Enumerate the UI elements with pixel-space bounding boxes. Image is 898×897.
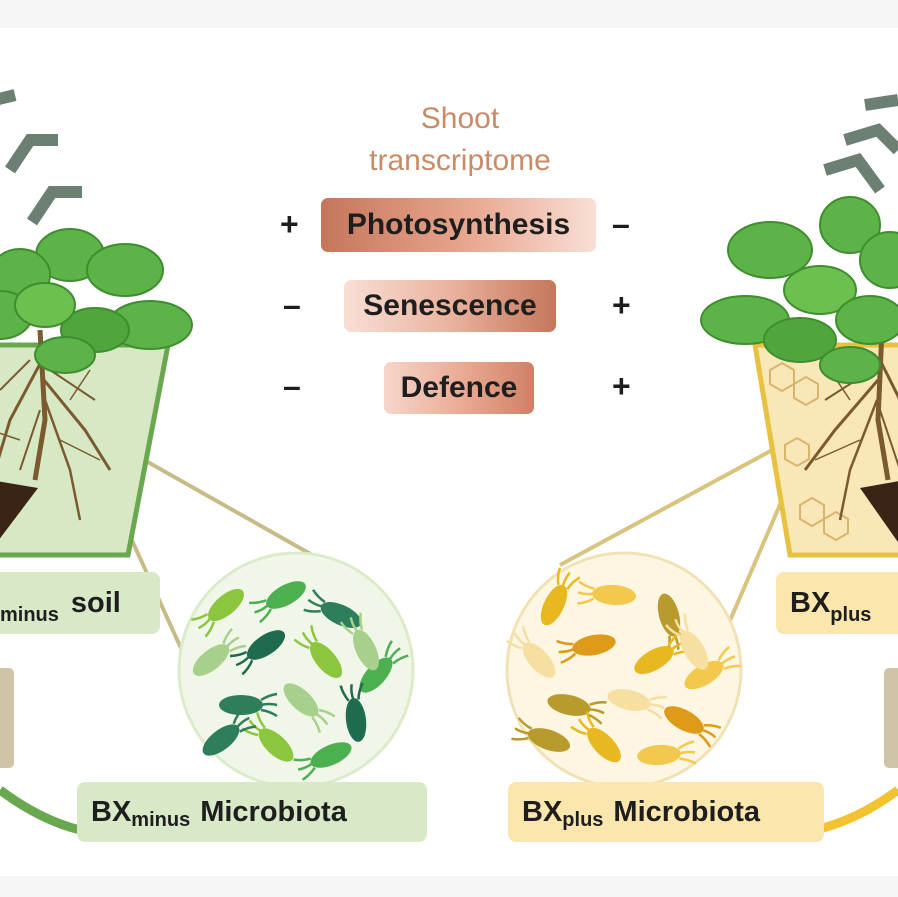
bacterium-icon xyxy=(505,625,556,678)
right-zoom-line-upper xyxy=(559,433,801,567)
bacterium-icon xyxy=(219,692,278,718)
bacterium-icon xyxy=(511,717,571,752)
title-line-1: Shoot xyxy=(420,102,500,135)
bacterium-icon xyxy=(540,567,581,626)
bacterium-icon xyxy=(664,706,722,748)
photosynthesis-right-sign: – xyxy=(612,206,630,242)
right-rosette xyxy=(700,196,898,384)
bacterium-icon xyxy=(556,634,616,664)
right-soil-subscript: plus xyxy=(830,603,872,626)
right-exudate-arrow xyxy=(860,481,898,543)
senescence-pill-bg xyxy=(344,280,556,332)
right-microbiota-text: Microbiota xyxy=(613,795,761,828)
bacterium-icon xyxy=(339,612,379,671)
bacterium-icon xyxy=(339,682,367,742)
senescence-left-sign: – xyxy=(283,287,301,323)
left-side-box xyxy=(0,668,14,768)
bacterium-icon xyxy=(570,711,621,763)
bacterium-icon xyxy=(577,580,636,606)
bacterium-icon xyxy=(359,640,409,693)
right-soil-main: BX xyxy=(790,586,831,619)
bacterium-icon xyxy=(607,689,667,720)
bacterium-icon xyxy=(192,627,247,676)
left-soil-label: minus soil xyxy=(0,572,160,634)
senescence-right-sign: + xyxy=(612,287,631,323)
right-side-box xyxy=(884,668,898,768)
photosynthesis-pill-bg xyxy=(321,198,596,252)
bacterium-icon xyxy=(283,683,336,733)
left-rosette xyxy=(0,228,193,374)
right-microbiota-main: BX xyxy=(522,795,563,828)
defence-label: Defence xyxy=(400,371,518,404)
senescence-label: Senescence xyxy=(363,289,537,322)
left-exudate-arrow xyxy=(0,481,38,539)
bacterium-icon xyxy=(665,613,709,670)
defence-right-sign: + xyxy=(612,368,631,404)
photosynthesis-label: Photosynthesis xyxy=(346,208,571,241)
bacterium-icon xyxy=(229,630,286,676)
title-line-2: transcriptome xyxy=(369,144,551,177)
bacterium-icon xyxy=(191,588,245,638)
defence-left-sign: – xyxy=(283,368,301,404)
photosynthesis-left-sign: + xyxy=(280,206,299,242)
left-chevrons xyxy=(0,89,82,226)
left-microbiota-main: BX xyxy=(91,795,132,828)
defence-pill-bg xyxy=(384,362,534,414)
right-microbiota-subscript: plus xyxy=(562,808,604,831)
right-bx-molecules xyxy=(769,361,849,542)
bacterium-icon xyxy=(637,740,697,766)
left-soil-subscript: minus xyxy=(0,603,59,626)
left-microbiota-subscript: minus xyxy=(131,808,191,831)
bacterium-icon xyxy=(249,581,306,624)
left-cycle-arc xyxy=(0,786,82,835)
bacterium-icon xyxy=(202,708,257,756)
left-soil-text: soil xyxy=(70,586,121,619)
bacterium-icon xyxy=(684,646,741,690)
left-bacteria-group xyxy=(191,581,409,781)
bacterium-icon xyxy=(293,625,343,679)
right-chevrons xyxy=(823,94,898,194)
left-microbiota-text: Microbiota xyxy=(200,795,347,828)
right-bacteria-group xyxy=(505,567,741,766)
bacterium-icon xyxy=(293,742,352,781)
bacterium-icon xyxy=(547,694,607,725)
